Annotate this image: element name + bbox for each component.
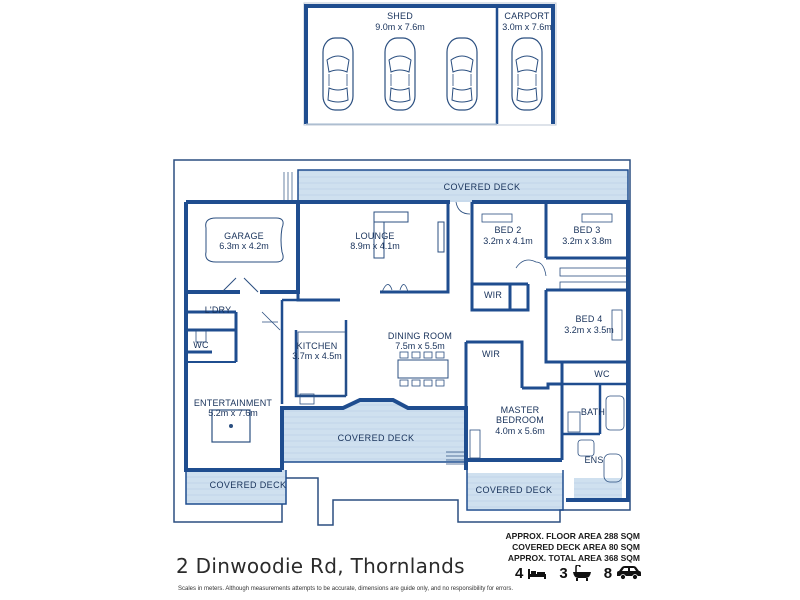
disclaimer-text: Scales in meters. Although measurements … — [178, 586, 514, 592]
car-shed-1 — [322, 37, 354, 111]
master-label: MASTER — [501, 405, 540, 415]
covered-deck-center-area — [282, 400, 466, 462]
bed3-label: BED 3 — [573, 225, 600, 235]
covered-deck-left-area — [186, 470, 286, 504]
ens-label: ENS — [584, 455, 603, 465]
car-carport — [511, 37, 543, 111]
laundry-label: L'DRY — [205, 305, 232, 315]
floor-area-text: APPROX. FLOOR AREA 288 SQM — [505, 531, 640, 541]
bed4-dims: 3.2m x 3.5m — [564, 325, 614, 335]
room-labels: GARAGE 6.3m x 4.2m LOUNGE 8.9m x 4.1m BE… — [193, 182, 613, 495]
garage-dims: 6.3m x 4.2m — [219, 241, 269, 251]
master-label-2: BEDROOM — [496, 415, 544, 425]
carport-dims: 3.0m x 7.6m — [502, 22, 552, 32]
wc-right-label: WC — [594, 369, 610, 379]
feature-summary: 4 3 8 — [515, 563, 642, 583]
covered-deck-top-area — [298, 170, 628, 202]
covered-deck-right-area — [467, 473, 563, 509]
shed-label: SHED — [387, 11, 413, 21]
bed2-dims: 3.2m x 4.1m — [483, 236, 533, 246]
bed3-dims: 3.2m x 3.8m — [562, 236, 612, 246]
lounge-label: LOUNGE — [355, 231, 394, 241]
bathtub-icon — [572, 565, 592, 581]
entertainment-dims: 5.2m x 7.6m — [208, 408, 258, 418]
lounge-dims: 8.9m x 4.1m — [350, 241, 400, 251]
covered-deck-left-label: COVERED DECK — [210, 480, 287, 490]
wir-bed2-label: WIR — [484, 290, 502, 300]
car-space-count: 8 — [603, 564, 613, 582]
carport-label: CARPORT — [504, 11, 550, 21]
covered-deck-top-label: COVERED DECK — [444, 182, 521, 192]
shed-dims: 9.0m x 7.6m — [375, 22, 425, 32]
kitchen-label: KITCHEN — [297, 341, 338, 351]
car-shed-3 — [446, 37, 478, 111]
bed2-label: BED 2 — [494, 225, 521, 235]
dining-dims: 7.5m x 5.5m — [395, 341, 445, 351]
wc-left-label: WC — [193, 340, 209, 350]
car-shed-2 — [384, 37, 416, 111]
bedroom-count: 4 — [515, 564, 524, 582]
house — [173, 159, 631, 526]
bed4-label: BED 4 — [575, 314, 602, 324]
covered-deck-area-text: COVERED DECK AREA 80 SQM — [512, 542, 640, 552]
wir-master-label: WIR — [482, 349, 500, 359]
bathroom-count: 3 — [559, 564, 568, 582]
garage-label: GARAGE — [224, 231, 264, 241]
dining-label: DINING ROOM — [388, 331, 452, 341]
address-title: 2 Dinwoodie Rd, Thornlands — [176, 554, 465, 578]
kitchen-dims: 3.7m x 4.5m — [292, 351, 342, 361]
entertainment-label: ENTERTAINMENT — [194, 398, 273, 408]
car-icon — [616, 565, 642, 581]
bed-icon — [527, 567, 547, 579]
bath-label: BATH — [581, 407, 605, 417]
covered-deck-center-label: COVERED DECK — [338, 433, 415, 443]
master-dims: 4.0m x 5.6m — [495, 426, 545, 436]
outbuilding: SHED 9.0m x 7.6m CARPORT 3.0m x 7.6m — [303, 2, 557, 126]
total-area-text: APPROX. TOTAL AREA 368 SQM — [507, 553, 640, 563]
covered-deck-right-label: COVERED DECK — [476, 485, 553, 495]
